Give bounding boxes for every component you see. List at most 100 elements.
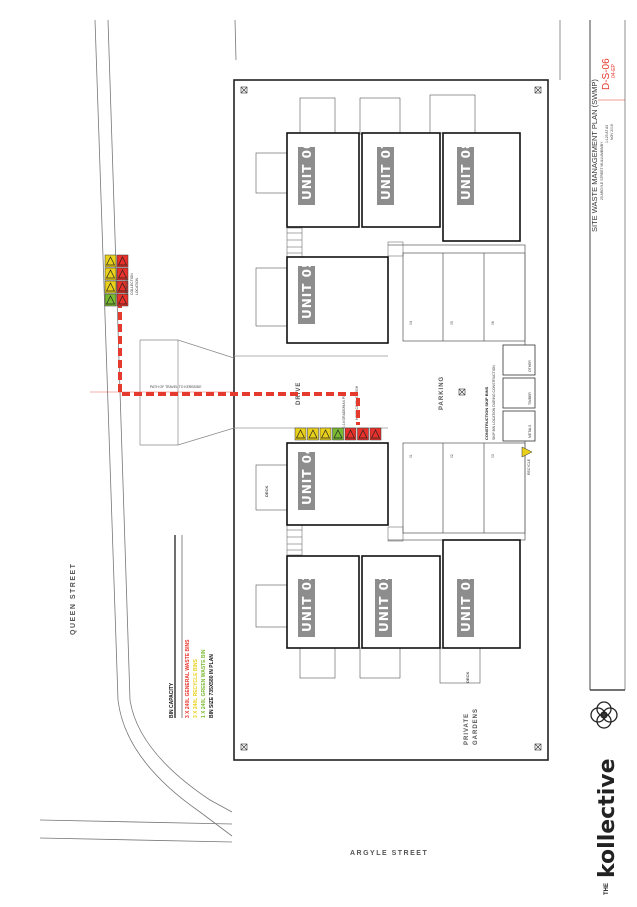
drawing-scale: 1:125 AT A3 xyxy=(605,125,609,143)
bin-triangle-icon xyxy=(117,269,128,279)
parking-bay-03: 03 xyxy=(491,454,495,458)
bin-triangle-icon xyxy=(333,429,343,439)
unit-label-03: UNIT 03 xyxy=(298,572,315,637)
svg-text:UNIT 05: UNIT 05 xyxy=(300,259,314,319)
bin-triangle-icon xyxy=(320,429,331,439)
bin-triangle-icon xyxy=(370,429,381,439)
skip-bin-timber xyxy=(502,377,536,409)
skip-bin-other xyxy=(502,344,536,376)
skip-bin-other-label: OTHER xyxy=(528,360,532,372)
skip-bins-subtitle: SKIP BIN LOCATION DURING CONSTRUCTION xyxy=(492,365,496,440)
skip-bins-title: CONSTRUCTION SKIP BINS xyxy=(484,386,489,440)
bin-triangle-icon xyxy=(105,282,116,292)
recycle-bin-icon xyxy=(104,267,117,281)
general-waste-bin-icon xyxy=(357,427,369,441)
recycle-bin-icon xyxy=(104,254,117,268)
unit-07-block xyxy=(361,132,441,228)
drawing-date: NOV 2016 xyxy=(610,124,614,140)
svg-text:UNIT 06: UNIT 06 xyxy=(300,140,314,200)
bin-triangle-icon xyxy=(295,429,306,439)
green-waste-bin-icon xyxy=(104,293,117,307)
site-boundary xyxy=(233,79,549,761)
kerbside-label-3: LOCATION xyxy=(135,277,139,295)
general-waste-bin-icon xyxy=(116,267,129,281)
unit-label-01: UNIT 01 xyxy=(457,572,474,637)
unit-label-04: UNIT 04 xyxy=(298,445,315,510)
unit-label-06: UNIT 06 xyxy=(298,140,315,205)
parking-bay-05: 05 xyxy=(450,321,454,325)
bin-triangle-icon xyxy=(117,295,128,305)
recycle-bin-icon xyxy=(307,427,319,441)
svg-text:UNIT 08: UNIT 08 xyxy=(459,140,473,200)
skip-bins xyxy=(502,344,536,442)
general-waste-bin-icon xyxy=(116,280,129,294)
brand-name: kollective xyxy=(595,758,620,878)
unit-label-02: UNIT 02 xyxy=(375,572,392,637)
kerbside-label-2: COLLECTION xyxy=(130,273,134,295)
unit-06-block xyxy=(286,132,360,228)
kollective-logo: kollective THE xyxy=(590,701,620,895)
private-gardens-label-1: PRIVATE xyxy=(464,713,470,745)
unit-01-block xyxy=(442,539,521,649)
parking-bay-04: 04 xyxy=(409,321,413,325)
grade-note: 1:14 GRADE/MAX PIT xyxy=(342,394,346,428)
recycle-bin-icon xyxy=(294,427,307,441)
bin-triangle-icon xyxy=(345,429,356,439)
argyle-street-label: ARGYLE STREET xyxy=(350,850,428,857)
green-waste-bin-icon xyxy=(332,427,344,441)
skip-bin-metals xyxy=(502,410,536,442)
general-waste-bin-icon xyxy=(116,254,129,268)
unit-label-08: UNIT 08 xyxy=(457,140,474,205)
bin-storage-row xyxy=(294,427,382,441)
unit-02-block xyxy=(361,555,441,649)
legend-item-recycle: 3 X 240L RECYCLE BINS xyxy=(193,659,199,718)
skip-bin-metals-label: METALS xyxy=(528,424,532,438)
private-gardens-label-2: GARDENS xyxy=(473,708,479,745)
parking-area xyxy=(388,244,526,541)
sheet-title: SITE WASTE MANAGEMENT PLAN (SWMP) xyxy=(590,79,599,232)
bin-triangle-icon xyxy=(308,429,318,439)
street-boundaries xyxy=(39,19,561,843)
legend-item-green: 1 X 240L GREEN WASTE BIN xyxy=(201,649,207,718)
legend-item-general: 3 X 240L GENERAL WASTE BINS xyxy=(185,639,191,718)
unit-label-05: UNIT 05 xyxy=(298,259,315,324)
legend-title: BIN CAPACITY xyxy=(169,682,175,718)
svg-text:UNIT 03: UNIT 03 xyxy=(300,572,314,632)
parking-label: PARKING xyxy=(439,376,445,410)
general-waste-bin-icon xyxy=(116,293,129,307)
bin-triangle-icon xyxy=(105,295,116,305)
deck-01-label: DECK xyxy=(465,672,470,683)
parking-bay-01: 01 xyxy=(409,454,413,458)
svg-text:UNIT 07: UNIT 07 xyxy=(379,140,393,200)
bin-legend: BIN CAPACITY 3 X 240L GENERAL WASTE BINS… xyxy=(169,535,215,718)
drive-label: DRIVE xyxy=(296,382,302,405)
deck-04-label: DECK xyxy=(264,486,269,497)
project-address: 25 ARGYLE STREET MULLUMBIMBY xyxy=(600,141,604,200)
parking-bay-06: 06 xyxy=(491,321,495,325)
legend-item-binsize: BIN SIZE 735X580 IN PLAN xyxy=(209,654,215,718)
kollective-knot-icon xyxy=(590,701,618,729)
bin-triangle-icon xyxy=(358,429,368,439)
survey-marker-icon xyxy=(240,86,542,751)
svg-text:UNIT 01: UNIT 01 xyxy=(459,572,473,632)
recycle-bin-icon xyxy=(104,280,117,294)
unit-label-07: UNIT 07 xyxy=(377,140,394,205)
parking-bay-02: 02 xyxy=(450,454,454,458)
bin-triangle-icon xyxy=(105,256,116,266)
drawing-revision: 04-EP xyxy=(611,63,617,78)
unit-08-block xyxy=(442,132,521,242)
bin-triangle-icon xyxy=(105,269,116,279)
recycle-label: RECYCLE xyxy=(527,458,531,475)
recycle-bin-icon xyxy=(521,446,533,458)
queen-street-label: QUEEN STREET xyxy=(70,563,77,635)
svg-text:UNIT 04: UNIT 04 xyxy=(300,445,314,505)
path-of-travel-label: PATH OF TRAVEL TO KERBSIDE xyxy=(150,385,202,389)
general-waste-bin-icon xyxy=(344,427,357,441)
skip-bin-timber-label: TIMBER xyxy=(528,392,532,405)
kerbside-label-1: KERBSIDE xyxy=(125,277,129,295)
svg-text:UNIT 02: UNIT 02 xyxy=(377,572,391,632)
unit-03-block xyxy=(286,555,360,649)
bin-triangle-icon xyxy=(117,256,128,266)
